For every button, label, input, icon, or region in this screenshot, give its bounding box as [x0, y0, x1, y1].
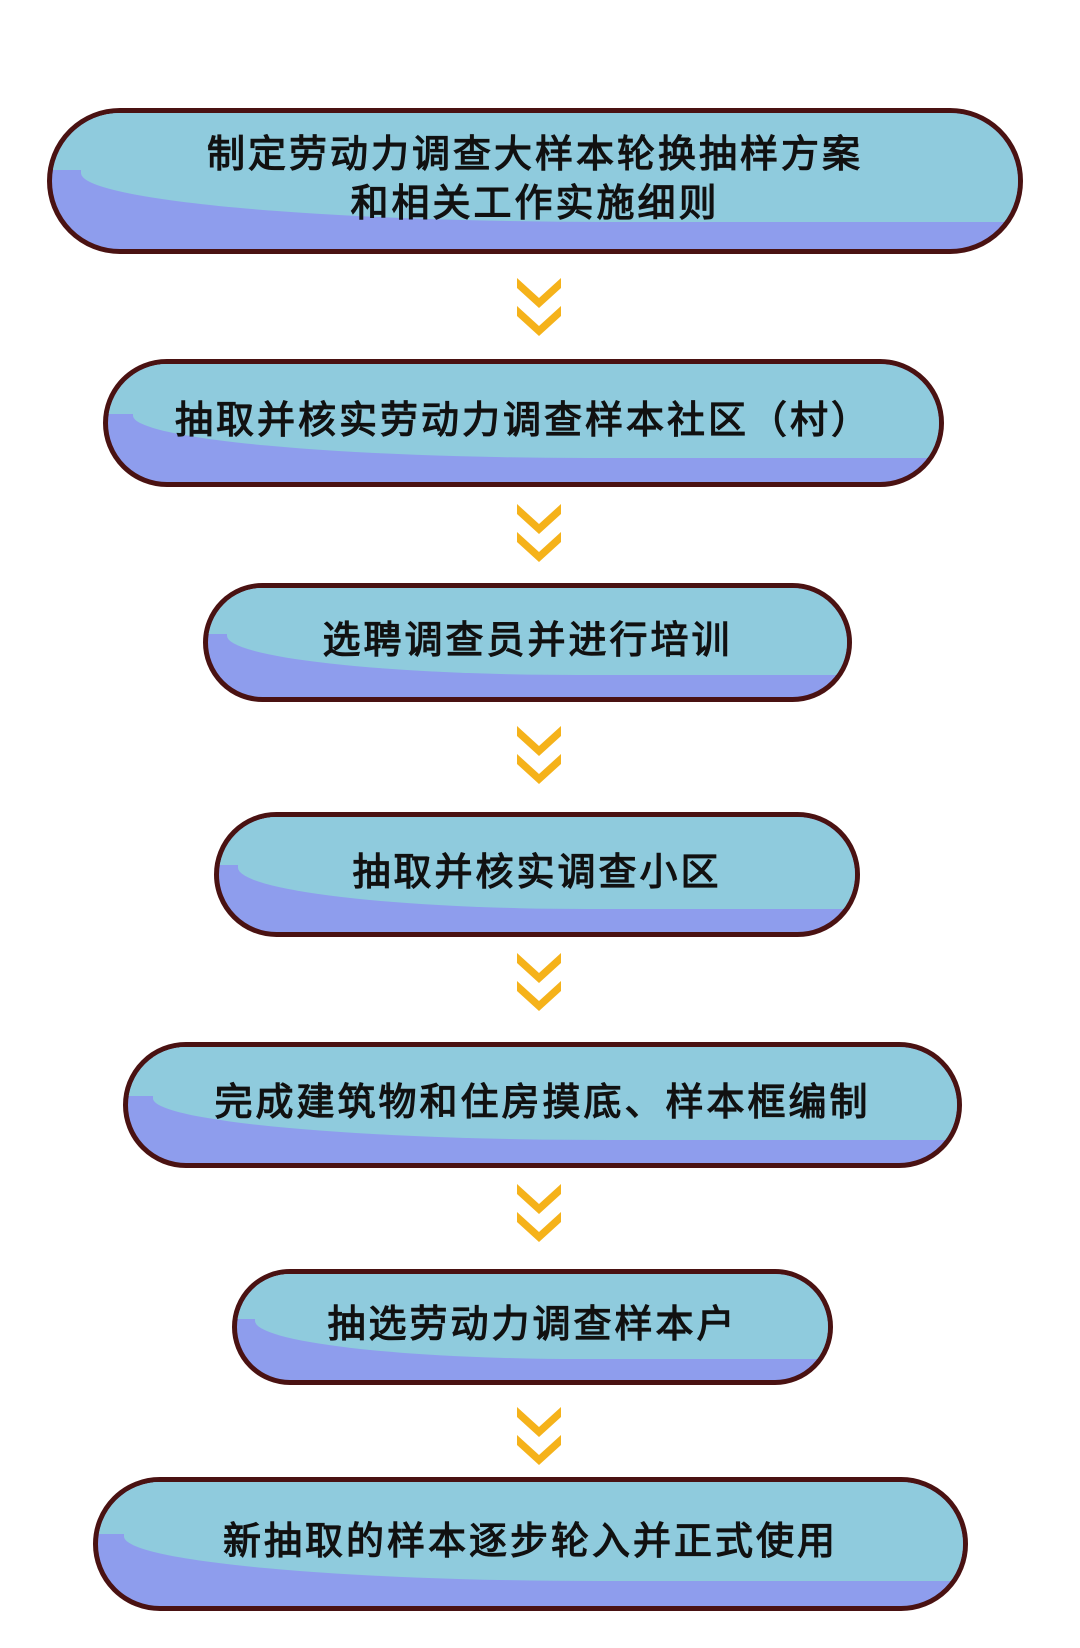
step-6-box: 抽选劳动力调查样本户 — [232, 1269, 833, 1385]
step-2-line-1: 抽取并核实劳动力调查样本社区（村） — [174, 397, 872, 443]
double-chevron-down-icon — [517, 726, 561, 784]
box-fill — [128, 1047, 294, 1096]
step-6-line-1: 抽选劳动力调查样本户 — [327, 1301, 738, 1347]
double-chevron-down-icon — [517, 1407, 561, 1465]
step-5-line-1: 完成建筑物和住房摸底、样本框编制 — [214, 1079, 871, 1125]
step-1-box: 制定劳动力调查大样本轮换抽样方案 和相关工作实施细则 — [47, 108, 1023, 254]
step-7-label: 新抽取的样本逐步轮入并正式使用 — [98, 1482, 963, 1606]
box-fill — [208, 588, 336, 634]
step-4-label: 抽取并核实调查小区 — [219, 817, 855, 932]
box-fill — [219, 817, 347, 866]
step-2-box: 抽取并核实劳动力调查样本社区（村） — [103, 359, 944, 487]
step-5-label: 完成建筑物和住房摸底、样本框编制 — [128, 1047, 957, 1163]
step-1-label: 制定劳动力调查大样本轮换抽样方案 和相关工作实施细则 — [52, 113, 1018, 249]
step-2-label: 抽取并核实劳动力调查样本社区（村） — [108, 364, 939, 482]
step-3-box: 选聘调查员并进行培训 — [203, 583, 852, 702]
step-6-label: 抽选劳动力调查样本户 — [237, 1274, 828, 1380]
step-1-line-1: 制定劳动力调查大样本轮换抽样方案 — [206, 130, 863, 176]
box-fill — [237, 1274, 356, 1319]
box-fill — [108, 364, 275, 414]
box-fill — [98, 1482, 271, 1535]
step-3-line-1: 选聘调查员并进行培训 — [322, 616, 733, 662]
box-fill — [52, 113, 246, 171]
step-5-box: 完成建筑物和住房摸底、样本框编制 — [123, 1042, 962, 1168]
step-4-line-1: 抽取并核实调查小区 — [352, 848, 722, 894]
step-1-line-2: 和相关工作实施细则 — [350, 180, 720, 225]
step-7-box: 新抽取的样本逐步轮入并正式使用 — [93, 1477, 968, 1611]
step-3-label: 选聘调查员并进行培训 — [208, 588, 847, 697]
double-chevron-down-icon — [517, 504, 561, 562]
double-chevron-down-icon — [517, 953, 561, 1011]
step-4-box: 抽取并核实调查小区 — [214, 812, 860, 937]
double-chevron-down-icon — [517, 1184, 561, 1242]
step-7-line-1: 新抽取的样本逐步轮入并正式使用 — [222, 1518, 838, 1564]
double-chevron-down-icon — [517, 278, 561, 336]
